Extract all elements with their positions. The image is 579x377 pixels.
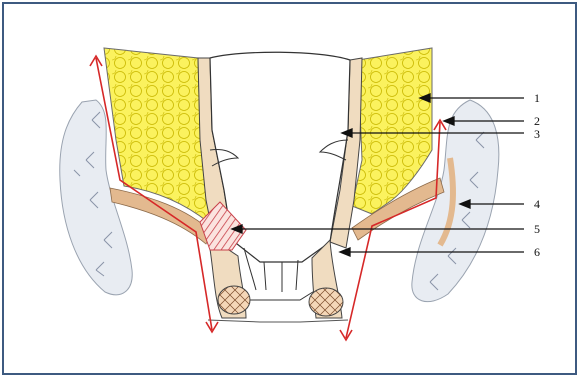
label-3: 3	[534, 127, 540, 141]
label-4: 4	[534, 197, 540, 211]
label-6: 6	[534, 245, 540, 259]
label-5: 5	[534, 222, 540, 236]
label-2: 2	[534, 114, 540, 128]
label-1: 1	[534, 91, 540, 105]
left-external-sphincter	[218, 286, 250, 314]
right-external-sphincter	[309, 288, 343, 316]
